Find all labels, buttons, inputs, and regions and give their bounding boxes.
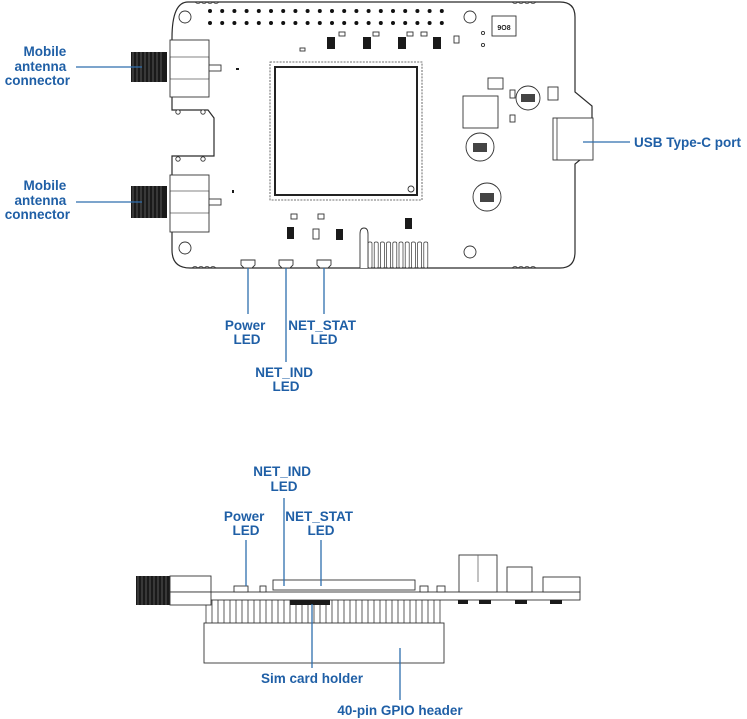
edge-notch-bottom-right [511,266,537,269]
side-bottom-components [290,600,562,605]
label-power-led: Power LED [225,318,269,347]
label-antenna-2: Mobile antenna connector [5,178,71,222]
small-ic-row [299,31,460,52]
gpio-pin-dot [354,21,359,25]
side-top-components [233,585,446,593]
mounting-hole [178,241,192,255]
gpio-pin-dot [330,21,334,25]
edge-notch-bottom-left [191,266,217,269]
mounting-hole [463,10,477,24]
module-side [272,579,416,591]
net-ind-led [278,259,294,269]
antenna-trace [373,241,379,269]
antenna-slot [359,227,369,268]
pcb-antenna-pattern [367,241,429,269]
label-net-ind-led: NET_IND LED [255,365,317,394]
gpio-pin-dot [256,9,261,13]
antenna-trace [380,241,385,269]
label-net-stat-led: NET_STAT LED [288,318,360,347]
gpio-pin-dot [293,9,298,13]
antenna-trace [367,241,373,269]
chip-908: 9O8 [480,15,517,48]
antenna-trace [417,241,422,269]
antenna-trace [423,241,429,269]
gpio-pin-dot [317,9,322,13]
gpio-pin-dot [208,9,212,13]
antenna-connector-side [136,575,212,606]
top-view: 9O8 [5,1,742,394]
gpio-pin-dot [269,9,273,13]
label-gpio-header: 40-pin GPIO header [337,703,463,718]
gpio-pin-dot [391,9,395,13]
gpio-pin-dot [305,21,310,25]
gpio-pin-dot [439,21,444,25]
gpio-header-body [203,622,445,664]
gpio-header-pins [205,600,441,623]
gpio-pin-dot [244,21,249,25]
antenna-trace [398,241,404,269]
chip-marking: 9O8 [497,25,510,32]
gpio-pin-dot [354,9,359,13]
via [200,109,206,115]
gpio-pin-dot [366,21,371,25]
label-side-power-led: Power LED [224,509,268,538]
antenna-trace [392,241,398,269]
power-section [462,77,559,212]
gpio-pin-dot [439,9,444,13]
gpio-pin-dot [330,9,334,13]
gpio-pin-dot [281,9,286,13]
via [200,156,206,162]
antenna-trace [386,241,391,269]
gpio-pin-dot [269,21,273,25]
antenna-connector-1 [131,39,239,98]
side-view: NET_IND LED Power LED NET_STAT LED Sim c… [136,464,581,718]
mounting-hole [178,10,192,24]
gpio-pin-dot [366,9,371,13]
power-led [240,259,256,269]
gpio-pin-dot [244,9,249,13]
edge-notch-top [194,1,220,4]
antenna-trace [404,241,410,269]
gpio-pin-dot [317,21,322,25]
via [175,109,181,115]
gpio-pin-dot [305,9,310,13]
mounting-hole [463,245,477,259]
gpio-pin-dot [342,9,347,13]
pcb-side [171,591,581,601]
gpio-pin-dot [427,9,432,13]
label-side-net-ind-led: NET_IND LED [253,464,315,494]
gpio-pin-dot [403,21,408,25]
gpio-pin-dot [403,9,408,13]
gpio-pin-dot [232,21,237,25]
gpio-pin-dot [378,9,383,13]
usb-c-port [552,117,594,161]
gpio-pin-dot [342,21,347,25]
antenna-trace [411,241,416,269]
gpio-pin-dot [293,21,298,25]
net-stat-led [316,259,332,269]
cellular-module [269,61,423,201]
side-power-components [458,554,581,593]
gpio-pin-dot [232,9,237,13]
led-driver-transistors [287,213,412,240]
label-antenna-1: Mobile antenna connector [5,44,71,88]
gpio-pin-dot [281,21,286,25]
gpio-pin-rows [208,9,444,25]
gpio-pin-dot [415,9,420,13]
gpio-pin-dot [391,21,395,25]
gpio-pin-dot [427,21,432,25]
gpio-pin-dot [378,21,383,25]
gpio-pin-dot [415,21,420,25]
label-sim-card-holder: Sim card holder [261,671,364,686]
gpio-pin-dot [220,21,225,25]
gpio-pin-dot [208,21,212,25]
gpio-pin-dot [256,21,261,25]
via [175,156,181,162]
label-usb-c-port: USB Type-C port [634,135,742,150]
edge-notch-top-right [511,1,537,4]
gpio-pin-dot [220,9,225,13]
label-side-net-stat-led: NET_STAT LED [285,509,357,538]
